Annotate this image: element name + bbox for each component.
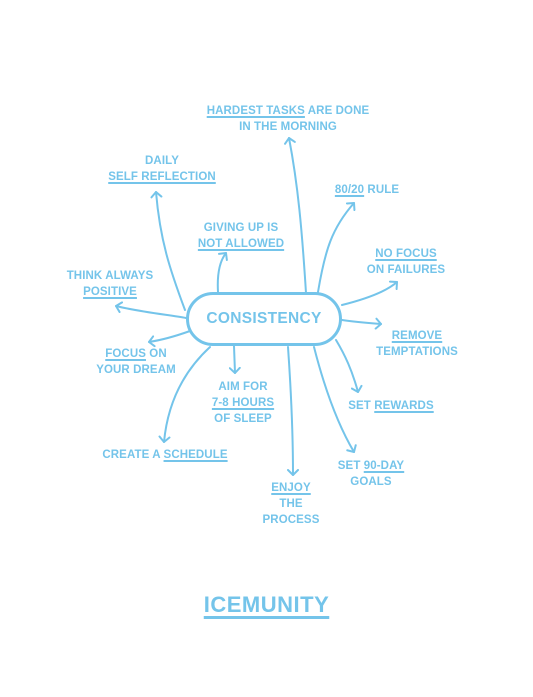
node-enjoy-process: ENJOY THE PROCESS <box>252 480 330 528</box>
node-80-20-rule: 80/20 RULE <box>324 182 410 198</box>
arrow-no-focus <box>341 280 398 306</box>
node-create-schedule-pre: CREATE A <box>102 449 164 461</box>
node-create-schedule: CREATE A SCHEDULE <box>92 447 238 463</box>
node-think-positive-highlight: POSITIVE <box>83 286 137 298</box>
node-hardest-tasks-line1: ARE DONE <box>304 105 370 117</box>
node-self-reflection-line1: DAILY <box>145 155 179 167</box>
node-enjoy-process-line2: THE <box>279 498 303 510</box>
node-focus-dream-line2: YOUR DREAM <box>96 364 176 376</box>
arrow-giving-up <box>216 252 228 293</box>
arrow-remove-temptations <box>341 317 382 330</box>
node-remove-temptations: REMOVE TEMPTATIONS <box>366 328 468 360</box>
node-remove-temptations-line2: TEMPTATIONS <box>376 346 458 358</box>
node-focus-dream: FOCUS ON YOUR DREAM <box>82 346 190 378</box>
arrow-set-rewards <box>335 339 363 393</box>
node-aim-sleep-line1: AIM FOR <box>218 381 268 393</box>
arrow-set-goals <box>313 346 357 453</box>
node-think-positive: THINK ALWAYS POSITIVE <box>56 268 164 300</box>
node-remove-temptations-highlight: REMOVE <box>391 330 443 342</box>
arrow-hardest-tasks <box>284 137 307 294</box>
node-think-positive-line1: THINK ALWAYS <box>66 270 154 282</box>
node-self-reflection-highlight: SELF REFLECTION <box>108 171 216 183</box>
arrow-80-20-rule <box>317 202 356 293</box>
arrow-aim-sleep <box>228 345 241 374</box>
node-enjoy-process-highlight: ENJOY <box>271 482 311 494</box>
node-set-goals-highlight: 90-DAY <box>363 460 405 472</box>
center-node: CONSISTENCY <box>186 292 342 346</box>
brand-logo: ICEMUNITY <box>0 592 533 618</box>
node-no-focus-highlight: NO FOCUS <box>375 248 437 260</box>
arrow-create-schedule <box>158 346 211 443</box>
brand-label: ICEMUNITY <box>203 592 330 617</box>
node-set-goals-line2: GOALS <box>350 476 392 488</box>
arrow-enjoy-process <box>286 346 299 476</box>
node-hardest-tasks: HARDEST TASKS ARE DONE IN THE MORNING <box>188 103 388 135</box>
node-set-goals: SET 90-DAY GOALS <box>324 458 418 490</box>
node-focus-dream-highlight: FOCUS <box>105 348 146 360</box>
center-label: CONSISTENCY <box>206 310 322 327</box>
node-no-focus-line2: ON FAILURES <box>366 264 446 276</box>
node-self-reflection: DAILY SELF REFLECTION <box>100 153 224 185</box>
node-giving-up: GIVING UP IS NOT ALLOWED <box>186 220 296 252</box>
node-giving-up-highlight: NOT ALLOWED <box>197 238 285 250</box>
node-aim-sleep-highlight: 7-8 HOURS <box>211 397 275 409</box>
node-aim-sleep: AIM FOR 7-8 HOURS OF SLEEP <box>198 379 288 427</box>
node-create-schedule-highlight: SCHEDULE <box>163 449 228 461</box>
arrow-think-positive <box>115 301 187 319</box>
node-no-focus: NO FOCUS ON FAILURES <box>358 246 454 278</box>
node-set-rewards-pre: SET <box>348 400 375 412</box>
node-80-20-highlight: 80/20 <box>334 184 365 196</box>
node-hardest-tasks-line2: IN THE MORNING <box>239 121 337 133</box>
node-aim-sleep-line3: OF SLEEP <box>214 413 272 425</box>
arrow-focus-dream <box>148 330 191 348</box>
node-80-20-rest: RULE <box>364 184 400 196</box>
node-focus-dream-line1-rest: ON <box>146 348 167 360</box>
node-set-rewards-highlight: REWARDS <box>374 400 434 412</box>
node-set-goals-pre: SET <box>337 460 364 472</box>
node-giving-up-line1: GIVING UP IS <box>203 222 279 234</box>
node-enjoy-process-line3: PROCESS <box>262 514 320 526</box>
node-set-rewards: SET REWARDS <box>338 398 444 414</box>
arrow-self-reflection <box>150 191 186 311</box>
node-hardest-tasks-highlight: HARDEST TASKS <box>206 105 305 117</box>
